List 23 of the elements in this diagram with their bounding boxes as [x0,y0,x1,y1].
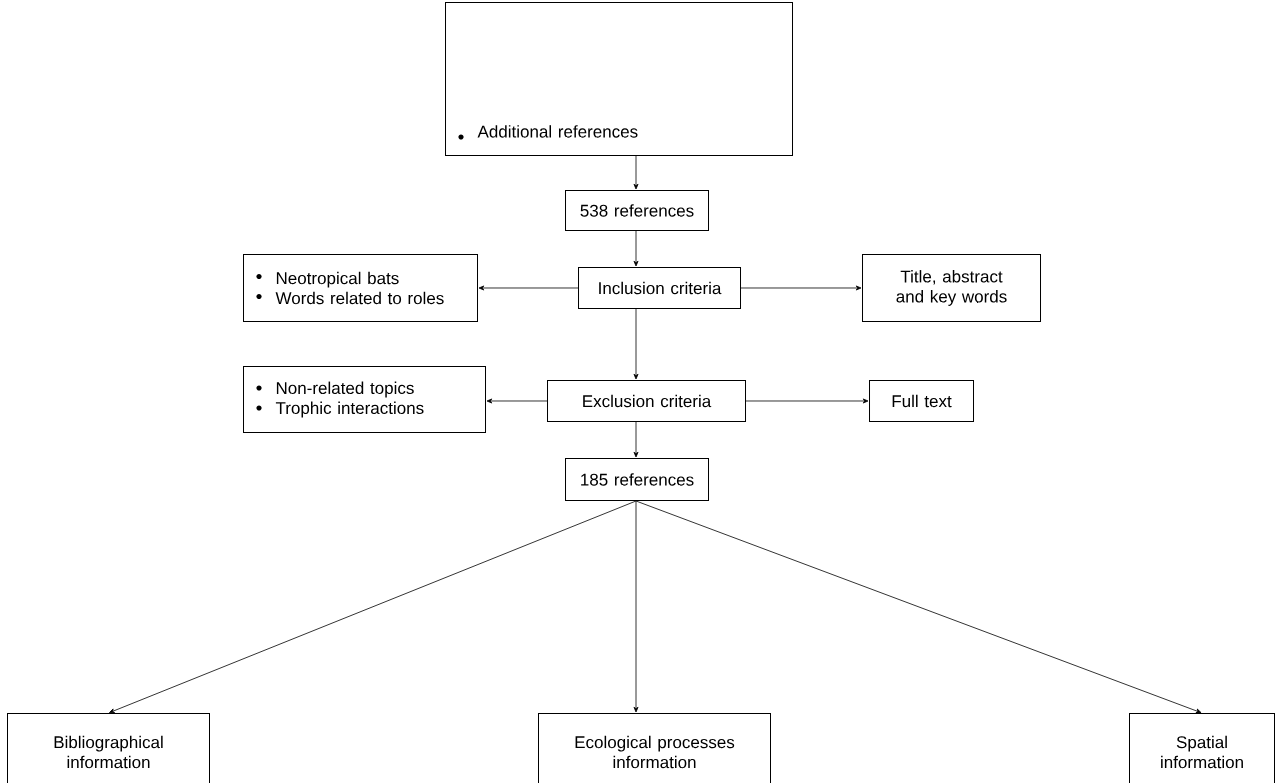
list-box: Non-related topics Trophic interactions [243,366,486,433]
arrow [740,285,862,291]
process-box: Spatial information [1129,713,1275,783]
process-box: 538 references [565,190,709,231]
process-box: Full text [869,380,974,422]
process-box: Bibliographical information [7,713,210,783]
arrow [633,500,639,713]
process-box: 185 references [565,458,709,501]
arrow [633,230,639,267]
arrow [633,155,639,190]
process-box: Exclusion criteria [547,380,746,422]
process-box: Ecological processes information [538,713,771,783]
arrow [109,500,637,714]
arrow [635,500,1202,714]
arrow [633,421,639,458]
process-box: Inclusion criteria [578,267,741,309]
process-box: Title, abstract and key words [862,254,1041,322]
arrow [633,308,639,380]
arrow [745,398,869,404]
list-box: Neotropical bats Words related to roles [243,254,478,322]
arrow [478,285,579,291]
list-box: Additional references [445,2,793,156]
arrow [486,398,548,404]
